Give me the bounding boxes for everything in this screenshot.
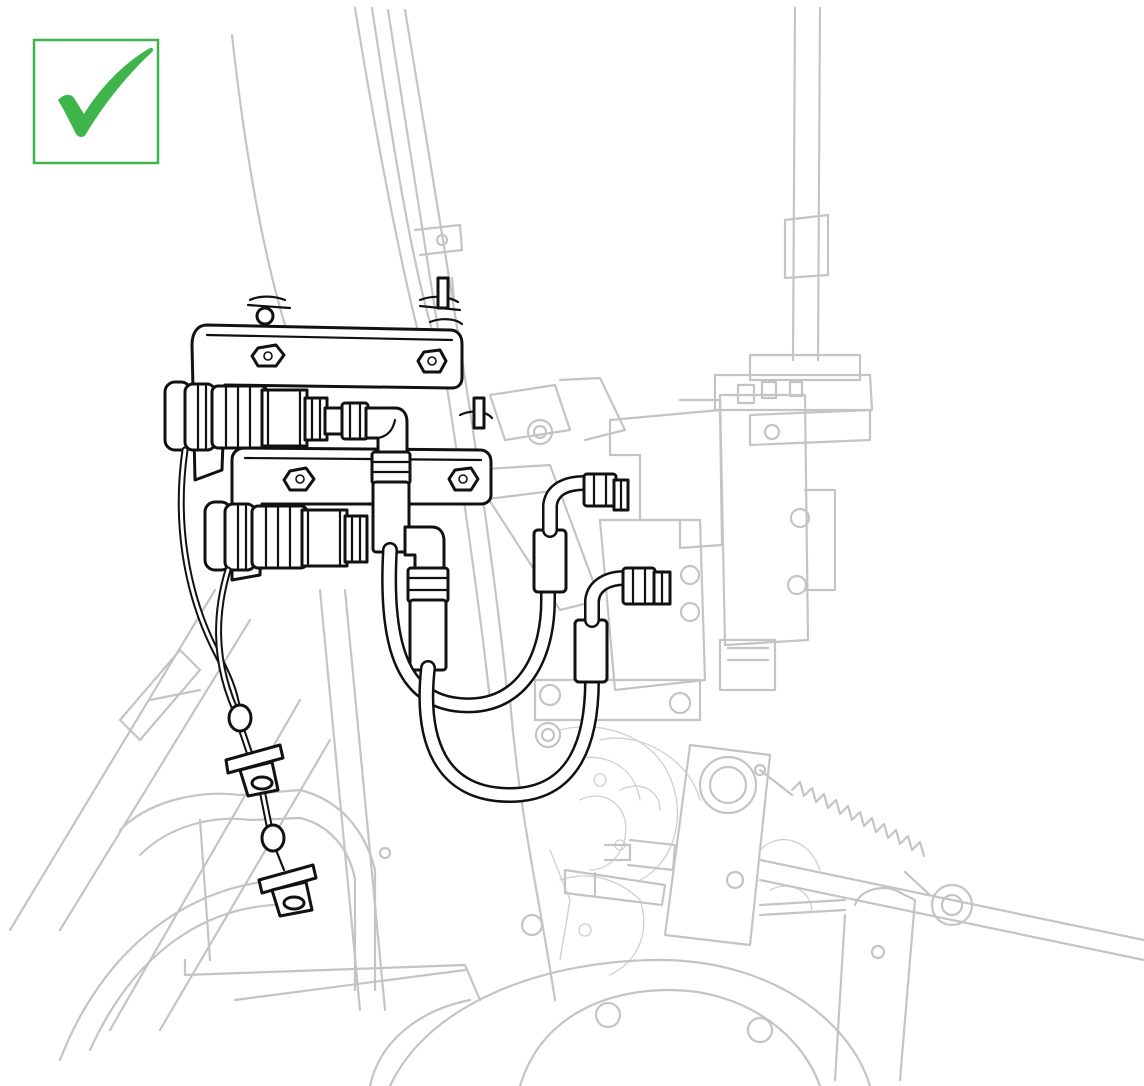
return-spring xyxy=(753,763,932,897)
nut-icon xyxy=(416,348,448,374)
lower-dust-plug xyxy=(257,823,318,918)
upper-dust-plug xyxy=(224,703,285,798)
nut-icon xyxy=(282,466,316,492)
hydraulic-hose-inner xyxy=(381,542,556,714)
hydraulic-kit xyxy=(163,276,672,918)
check-mark-icon xyxy=(58,47,154,137)
transmission-housing xyxy=(508,698,821,1002)
upper-elbow-fitting xyxy=(364,406,412,486)
upper-quick-coupler xyxy=(163,380,370,452)
nut-icon xyxy=(250,343,286,368)
nut-icon xyxy=(447,466,480,492)
upper-hose-end-fitting xyxy=(532,472,630,594)
hydraulic-hose-outer xyxy=(418,642,600,803)
lower-quick-coupler xyxy=(203,500,369,572)
approved-check-badge xyxy=(32,38,160,165)
lower-hose-end-fitting xyxy=(573,566,672,684)
top-mounting-bolts xyxy=(246,276,494,430)
machine-frame-background xyxy=(8,6,1144,1086)
tee-fitting xyxy=(371,480,450,672)
